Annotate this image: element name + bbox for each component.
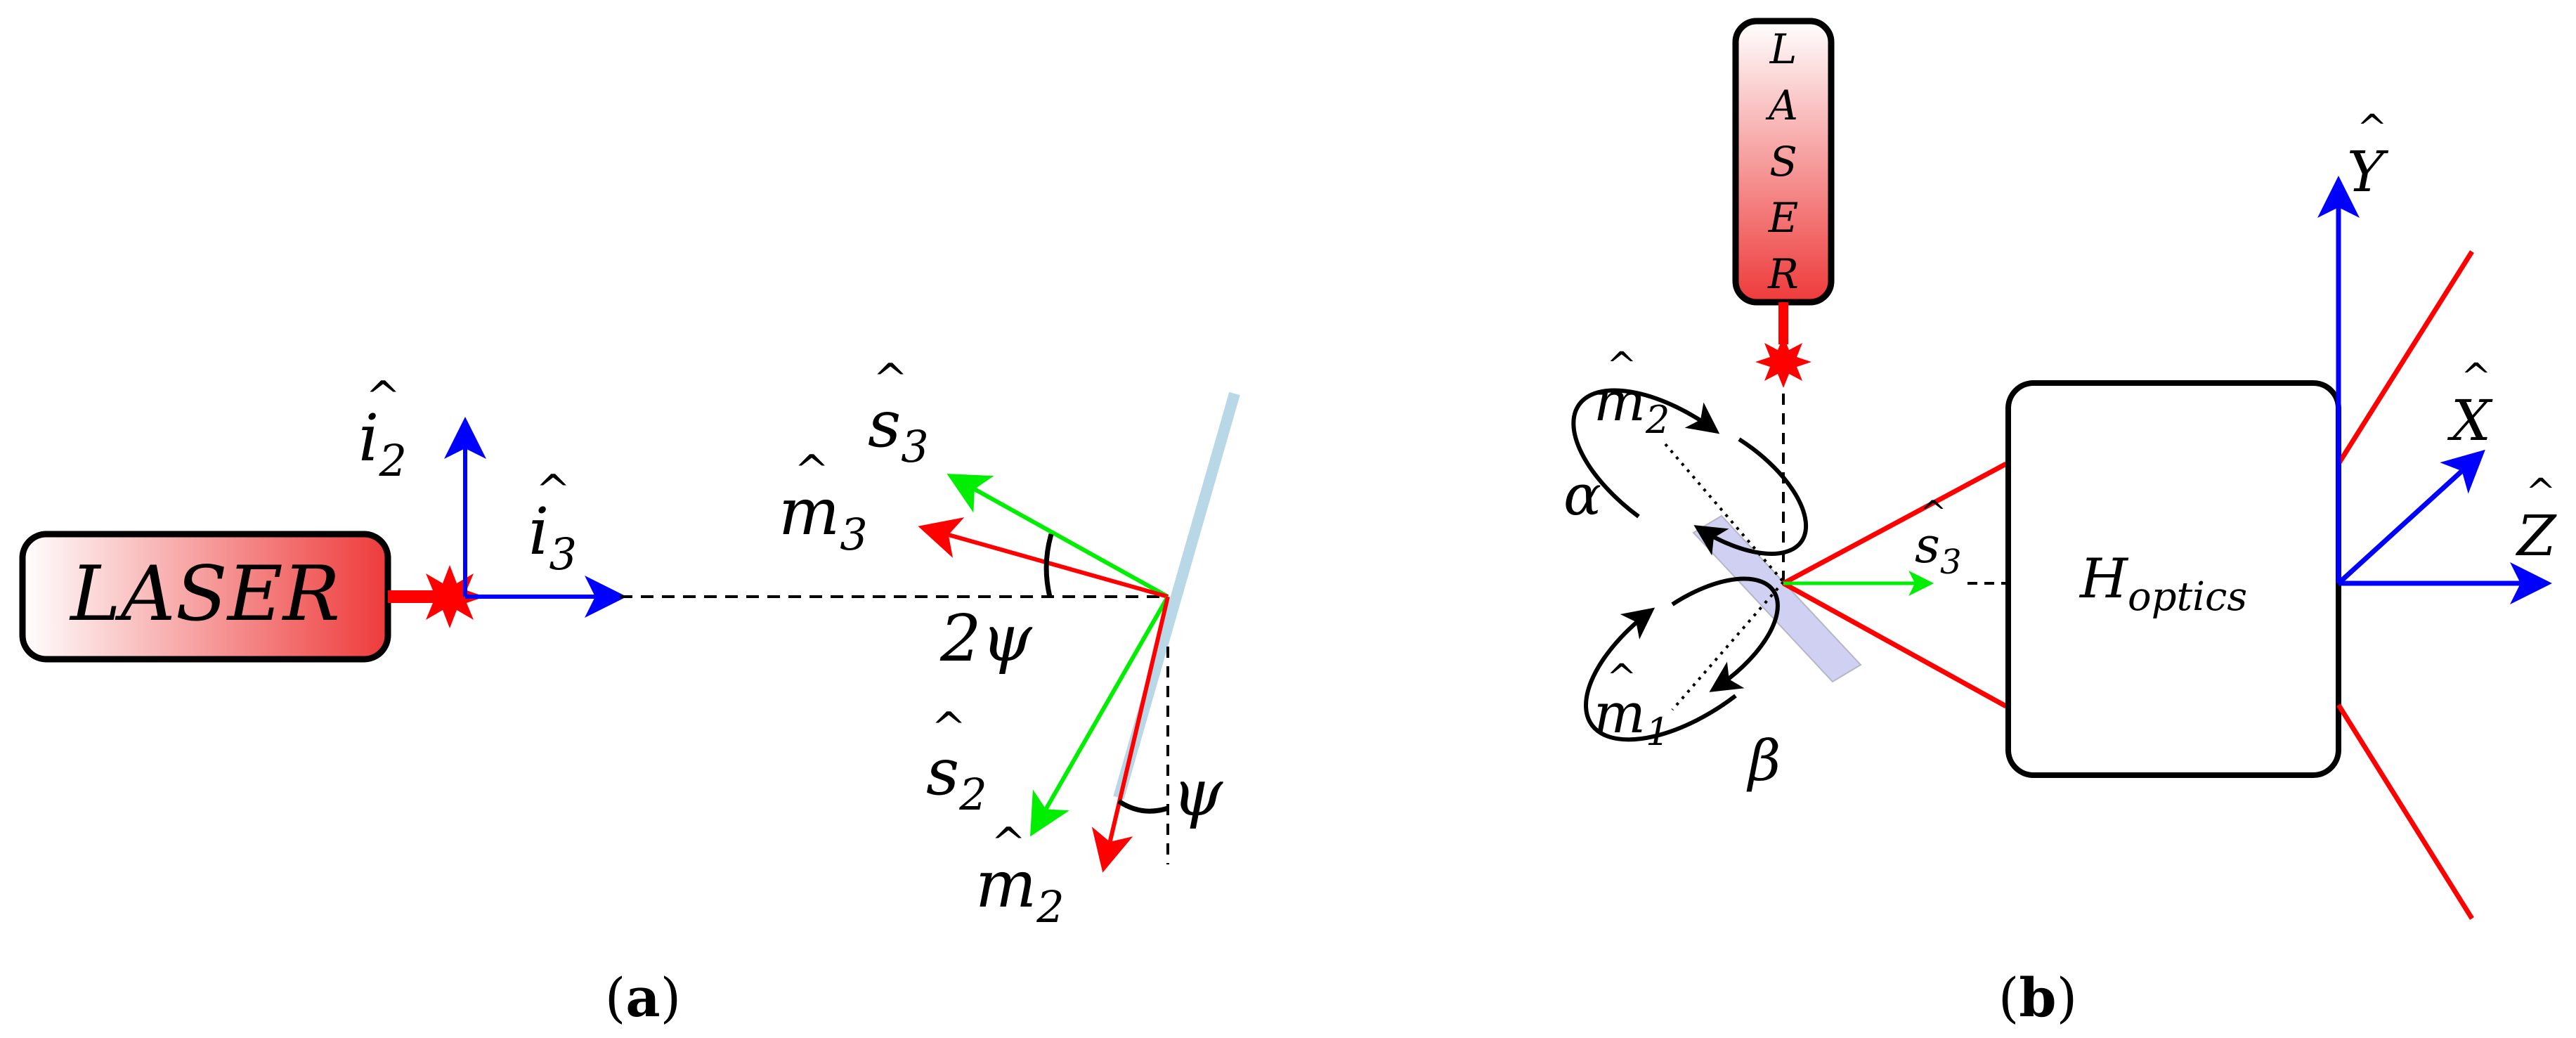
red-beam-lower xyxy=(1782,580,2008,709)
s2-label-a: s2 xyxy=(926,734,987,820)
s3-vector-arrow xyxy=(947,474,1169,599)
laser-letter-l: L xyxy=(1769,25,1797,73)
i3-label: i3 xyxy=(528,494,577,580)
laser-letter-r: R xyxy=(1767,250,1799,298)
m3-label-a: m3 xyxy=(779,474,868,560)
caption-a: (a) xyxy=(605,966,682,1029)
s3-hat-b: ^ xyxy=(1920,493,1947,531)
laser-letter-s: S xyxy=(1769,138,1797,186)
s3-label-a: s3 xyxy=(868,387,929,472)
z-axis-hat: ^ xyxy=(2525,472,2556,514)
output-beam-upper xyxy=(2336,250,2474,465)
x-axis-arrow xyxy=(2336,449,2485,585)
m2-label-a: m2 xyxy=(975,847,1065,933)
beta-rotation-arrow xyxy=(1671,576,1780,692)
s3-hat-a: ^ xyxy=(873,355,908,404)
m2-vector-arrow xyxy=(1091,596,1170,873)
m2-hat-a: ^ xyxy=(991,819,1026,868)
m1-rotation-axis xyxy=(1671,580,1785,711)
laser-letter-e: E xyxy=(1768,194,1798,242)
beta-label: β xyxy=(1746,728,1781,793)
m2-hat-b: ^ xyxy=(1606,345,1637,387)
two-psi-angle-arc xyxy=(1043,533,1054,597)
laser-label-a: LASER xyxy=(69,550,340,638)
s2-hat-a: ^ xyxy=(931,703,966,753)
m2-label-b: m2 xyxy=(1594,370,1670,442)
laser-spot-b xyxy=(1755,336,1811,388)
x-axis-hat: ^ xyxy=(2461,356,2492,398)
i2-label: i2 xyxy=(358,401,407,486)
output-beam-lower xyxy=(2336,703,2474,920)
beta-rotation-arrow-back xyxy=(1583,607,1737,742)
panel-b: L A S E R Hoptics xyxy=(1563,18,2557,1029)
caption-b: (b) xyxy=(1998,966,2077,1029)
alpha-rotation-arrow-back xyxy=(1571,388,1720,519)
i3-hat: ^ xyxy=(535,466,571,515)
alpha-rotation-arrow xyxy=(1693,437,1809,556)
i2-hat: ^ xyxy=(365,372,401,422)
y-axis-hat: ^ xyxy=(2357,108,2388,150)
x-axis-label: X xyxy=(2447,388,2493,453)
red-beam-upper xyxy=(1782,461,2008,586)
m1-hat-b: ^ xyxy=(1606,657,1637,699)
s3-label-b: s3 xyxy=(1915,517,1961,582)
z-axis-label: Z xyxy=(2515,503,2557,569)
psi-label: ψ xyxy=(1172,755,1223,831)
s2-vector-arrow xyxy=(1030,595,1170,837)
alpha-label: α xyxy=(1563,462,1601,528)
y-axis-label: Y xyxy=(2347,139,2389,205)
m1-label-b: m1 xyxy=(1594,682,1670,754)
laser-letter-a: A xyxy=(1765,82,1798,129)
m3-hat-a: ^ xyxy=(794,446,829,495)
two-psi-label: 2ψ xyxy=(939,601,1033,676)
h-optics-label: Hoptics xyxy=(2079,547,2247,620)
panel-a: LASER i2 ^ i3 ^ s3 ^ m3 ^ 2ψ s2 xyxy=(19,355,1240,1029)
psi-angle-arc xyxy=(1117,799,1169,814)
